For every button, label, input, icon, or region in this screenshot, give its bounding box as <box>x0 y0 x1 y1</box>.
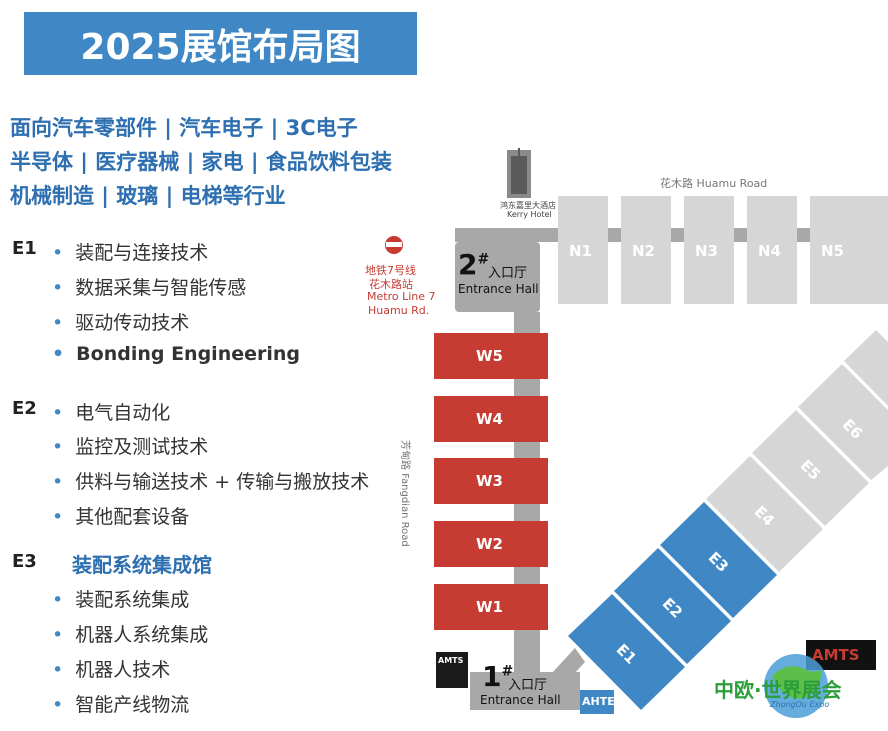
hall-e4 <box>706 456 823 572</box>
zhongou-logo-en: ZhongOu Expo <box>770 700 830 709</box>
metro-line-en: Metro Line 7 <box>367 290 436 303</box>
metro-station-cn: 花木路站 <box>369 278 413 291</box>
hall-n4 <box>747 196 797 304</box>
hall-w1 <box>434 584 548 630</box>
list-item: 监控及测试技术 <box>52 432 208 459</box>
hall-e6 <box>798 364 888 480</box>
entrance-2-number: 2# <box>458 248 490 281</box>
hall-w4 <box>434 396 548 442</box>
section-label-e2: E2 <box>12 398 37 419</box>
hall-n1 <box>558 196 608 304</box>
list-item: Bonding Engineering <box>52 343 300 365</box>
hall-label-w3: W3 <box>476 472 503 490</box>
hall-label-w2: W2 <box>476 535 503 553</box>
amts-logo-text: AMTS <box>812 646 860 664</box>
north-halls <box>558 196 860 304</box>
hall-label-n1: N1 <box>569 242 592 260</box>
hall-w3 <box>434 458 548 504</box>
list-item: 装配与连接技术 <box>52 238 208 265</box>
hall-label-w4: W4 <box>476 410 503 428</box>
hotel-name-en: Kerry Hotel <box>507 210 552 219</box>
road-left-label: 芳甸路 Fangdian Road <box>399 440 410 547</box>
west-halls <box>434 333 548 630</box>
industry-line-1: 面向汽车零部件 | 汽车电子 | 3C电子 <box>10 116 358 140</box>
industry-line-2: 半导体 | 医疗器械 | 家电 | 食品饮料包装 <box>10 150 392 174</box>
list-item: 其他配套设备 <box>52 502 189 529</box>
metro-icon <box>385 236 403 254</box>
industry-line-3: 机械制造 | 玻璃 | 电梯等行业 <box>10 184 286 208</box>
metro-line-cn: 地铁7号线 <box>365 264 416 277</box>
hotel-icon <box>507 148 531 198</box>
hall-n2 <box>621 196 671 304</box>
list-item: 智能产线物流 <box>52 690 189 717</box>
hall-e5 <box>752 410 869 526</box>
list-item: 驱动传动技术 <box>52 308 189 335</box>
hall-e2 <box>614 548 731 664</box>
hall-n5 <box>810 196 860 304</box>
hall-n-east-edge <box>860 196 888 304</box>
hall-label-n4: N4 <box>758 242 781 260</box>
section-label-e1: E1 <box>12 238 37 259</box>
hall-label-n3: N3 <box>695 242 718 260</box>
hall-n3 <box>684 196 734 304</box>
amts-logo-small-text: AMTS <box>438 656 464 665</box>
page-title: 2025展馆布局图 <box>24 12 417 75</box>
section-label-e3: E3 <box>12 551 37 572</box>
hall-label-w5: W5 <box>476 347 503 365</box>
entrance-1-cn: 入口厅 <box>508 678 548 693</box>
hall-w5 <box>434 333 548 379</box>
list-item: 数据采集与智能传感 <box>52 273 246 300</box>
section-title-e3: 装配系统集成馆 <box>72 553 212 577</box>
hall-label-n2: N2 <box>632 242 655 260</box>
hotel-name-cn: 鸿东嘉里大酒店 <box>500 201 556 210</box>
ahte-logo <box>580 690 614 714</box>
hall-w2 <box>434 521 548 567</box>
road-top-label: 花木路 Huamu Road <box>660 177 768 190</box>
hall-e-north-edge <box>844 330 888 406</box>
entrance-2-en: Entrance Hall <box>458 282 539 296</box>
list-item: 机器人系统集成 <box>52 620 208 647</box>
list-item: 装配系统集成 <box>52 585 189 612</box>
metro-station-en: Huamu Rd. <box>368 304 430 317</box>
amts-logo-small <box>436 652 468 688</box>
list-item: 机器人技术 <box>52 655 170 682</box>
entrance-1-en: Entrance Hall <box>480 693 561 707</box>
entrance-1-number: 1# <box>482 660 514 693</box>
hall-label-n5: N5 <box>821 242 844 260</box>
list-item: 供料与输送技术 + 传输与搬放技术 <box>52 467 369 494</box>
hall-label-w1: W1 <box>476 598 503 616</box>
hall-e1 <box>568 594 685 710</box>
zhongou-logo-text: 中欧·世界展会 <box>714 678 842 702</box>
entrance-2-cn: 入口厅 <box>488 266 528 281</box>
zhongou-logo <box>764 654 828 718</box>
ahte-logo-text: AHTE <box>582 695 615 708</box>
east-halls <box>568 330 888 710</box>
list-item: 电气自动化 <box>52 398 170 425</box>
hall-e3 <box>660 502 777 618</box>
